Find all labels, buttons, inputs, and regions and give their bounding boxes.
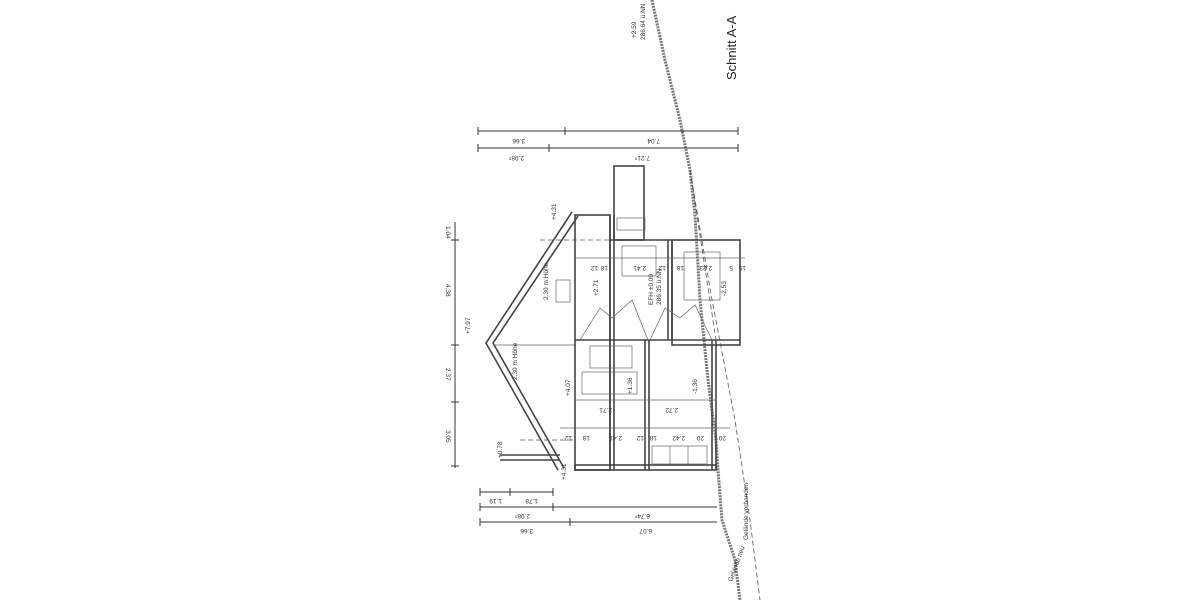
dim-label: 2.72 xyxy=(665,406,678,413)
floor-level-lower-left: +4.07 xyxy=(565,379,572,396)
left-dimension: 1.04 4.38 2.37 3.05 xyxy=(444,222,459,468)
ridge-level: +7.97 xyxy=(465,317,472,334)
dim-label: 20 xyxy=(696,434,704,441)
dim-label: 12 xyxy=(590,264,598,271)
dim-label: 1.78 xyxy=(525,497,538,504)
bottom-level: +0.78 xyxy=(497,441,504,458)
dim-label: 5 xyxy=(729,264,733,271)
dim-label: 6.07 xyxy=(639,527,652,534)
dim-label: 7.04 xyxy=(647,137,660,144)
dim-label: 2.42 xyxy=(672,434,685,441)
floor-level-lower-right: -1.36 xyxy=(692,379,699,394)
bottom-dimensions: 1.19 1.78 2.98⁵ 6.74⁵ 3.66 6.07 xyxy=(479,488,717,534)
ceiling-height-upper: 2.30 m Höhe xyxy=(543,262,550,300)
inner-row-upper-labels: 12 18 2.41 12 18 2.23 5 15 xyxy=(590,264,746,271)
dim-label: 18 xyxy=(649,434,657,441)
dim-label: 12 xyxy=(564,434,572,441)
inner-dimensions xyxy=(560,257,745,429)
dim-label: 3.05 xyxy=(444,430,451,443)
ceiling-height-lower: 2.30 m Höhe xyxy=(512,342,519,380)
dim-label: 12 xyxy=(658,264,666,271)
basement-level: -2.53 xyxy=(721,281,728,296)
terrain-existing-label: Gelände vorhanden xyxy=(743,483,750,540)
terrain-line xyxy=(650,0,742,600)
inner-row-mid-labels: 2.71 2.72 xyxy=(599,406,678,413)
efh-elevation: 286.35 ü.NN xyxy=(656,268,663,305)
dim-label: 4.38 xyxy=(444,284,451,297)
eaves-level-top: +4.31 xyxy=(551,203,558,220)
dim-label: 12 xyxy=(636,434,644,441)
dim-label: 6.74⁵ xyxy=(634,512,650,519)
dim-label: 2.41 xyxy=(633,264,646,271)
inner-row-lower-labels: 12 18 2.41 12 18 2.42 20 20 xyxy=(564,434,726,441)
level-labels: +7.97 +4.31 +4.31 +0.78 2.30 m Höhe 2.30… xyxy=(465,3,728,480)
dim-label: 3.66 xyxy=(520,527,533,534)
top-reference-elevation: 286.64 ü.NN xyxy=(640,3,647,40)
section-title: Schnitt A-A xyxy=(724,15,739,80)
floor-level-upper: +2.71 xyxy=(593,279,600,296)
dim-label: 18 xyxy=(676,264,684,271)
dim-label: 18 xyxy=(600,264,608,271)
top-dimensions: 3.66 7.04 2.98⁵ 7.21⁵ xyxy=(477,127,739,161)
dim-label: 2.98⁵ xyxy=(514,512,530,519)
dim-label: 1.04 xyxy=(444,226,451,239)
dim-label: 15 xyxy=(738,264,746,271)
dim-label: 7.21⁵ xyxy=(634,154,650,161)
dim-label: 2.98⁵ xyxy=(508,154,524,161)
dim-label: 18 xyxy=(582,434,590,441)
floor-level-lower-mid: +1.36 xyxy=(627,377,634,394)
top-reference-level: +2.59 xyxy=(631,21,638,38)
dim-label: 2.71 xyxy=(599,406,612,413)
dim-label: 1.19 xyxy=(489,497,502,504)
eaves-level-bottom: +4.31 xyxy=(561,463,568,480)
efh-level: EFH ±0.00 xyxy=(648,274,655,305)
dim-label: 20 xyxy=(718,434,726,441)
dim-label: 2.41 xyxy=(609,434,622,441)
roof xyxy=(485,211,610,471)
dim-label: 2.37 xyxy=(444,368,451,381)
dim-label: 3.66 xyxy=(512,137,525,144)
building-walls xyxy=(555,165,741,471)
dim-label: 2.23 xyxy=(699,264,712,271)
